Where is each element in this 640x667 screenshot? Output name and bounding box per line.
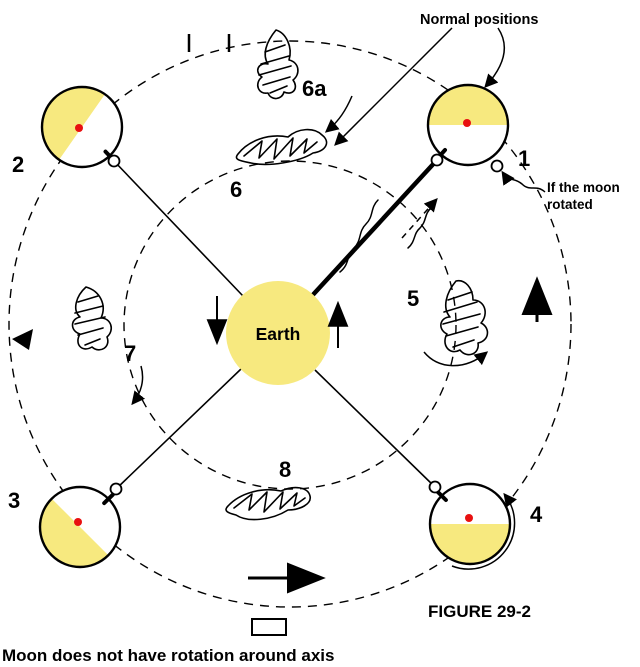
normal-positions-label: Normal positions <box>420 12 538 28</box>
if-moon-rotated-label-line2: rotated <box>547 197 593 212</box>
moon-position-2 <box>40 85 124 169</box>
sketch-moon-6 <box>235 128 328 166</box>
moon3-pivot-circle <box>109 482 123 496</box>
position-label-1: 1 <box>518 146 530 171</box>
moon4-lit-half <box>430 524 510 564</box>
position-label-6: 6 <box>230 177 242 202</box>
moon-position-4 <box>428 482 512 566</box>
inner-orbit-circle <box>123 160 457 490</box>
moon2-pivot-circle <box>107 154 121 168</box>
moon3-face-dot <box>74 518 82 526</box>
outer-orbit-circle <box>8 40 572 608</box>
position-label-5: 5 <box>407 286 419 311</box>
normal-positions-pointer-line <box>334 27 453 146</box>
sketch-moon-7 <box>71 286 113 351</box>
squiggle-line-1 <box>339 199 379 273</box>
orbit-left-arrowhead <box>12 329 33 350</box>
if-rotated-pointer-squiggle <box>501 170 546 193</box>
moon4-face-dot <box>465 514 473 522</box>
moon2-face-dot <box>75 124 83 132</box>
moon3-outline <box>38 485 122 569</box>
position-label-2: 2 <box>12 152 24 177</box>
sketch-moon-5 <box>440 279 489 356</box>
moon4-tick <box>435 489 448 502</box>
moon2-outline <box>40 85 124 169</box>
moon1-lit-half <box>428 85 508 125</box>
moon2-lit-half <box>42 87 105 160</box>
figure-title: FIGURE 29-2 <box>428 602 531 621</box>
moon4-pivot-circle <box>428 480 442 494</box>
earth-moon4-line <box>314 369 436 488</box>
arrow-6a-to-6 <box>324 95 353 133</box>
position-label-6a: 6a <box>302 76 327 101</box>
moon4-outline <box>428 482 512 566</box>
earth-moon2-line <box>113 160 244 297</box>
moon1-face-dot <box>463 119 471 127</box>
position-label-3: 3 <box>8 488 20 513</box>
moon-position-3 <box>38 485 122 569</box>
moon3-tick <box>102 492 115 506</box>
figure-caption: Moon does not have rotation around axis <box>2 646 334 665</box>
sketch-moon-8 <box>225 486 311 521</box>
position-label-8: 8 <box>279 457 291 482</box>
rotation-arrow-moon-4 <box>451 492 517 570</box>
moon-position-1 <box>426 83 510 167</box>
normal-positions-pointer-curve <box>484 27 505 89</box>
moon1-pivot-circle <box>430 153 444 167</box>
position-label-7: 7 <box>124 341 136 366</box>
curve-arrow-position-5 <box>423 351 489 367</box>
curve-arrow-position-7 <box>131 365 146 406</box>
rotated-moon-circle <box>490 159 504 173</box>
squiggle-line-2 <box>407 207 432 249</box>
earth-moon1-line <box>308 158 439 300</box>
dashed-arrow-near-moon1-line <box>401 197 438 239</box>
earth-circle <box>226 281 330 385</box>
if-moon-rotated-label-line1: If the moon <box>547 180 620 195</box>
bottom-empty-box <box>251 618 287 636</box>
position-label-4: 4 <box>530 502 543 527</box>
moon1-outline <box>426 83 510 167</box>
sketch-moon-6a <box>256 29 299 100</box>
earth-moon3-line <box>115 368 242 490</box>
moon3-lit-half <box>39 498 109 568</box>
earth-label: Earth <box>256 324 301 344</box>
